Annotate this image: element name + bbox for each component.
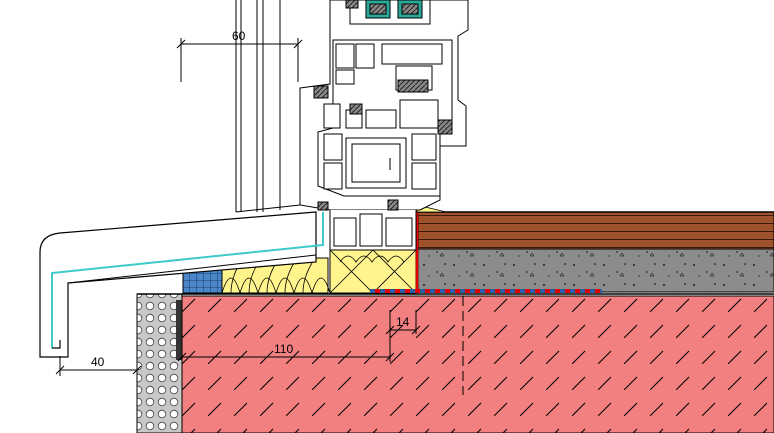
dimension-40: [55, 356, 142, 376]
window-sill: [39, 211, 324, 358]
floor-build-up: [417, 211, 774, 293]
steel-reinforcement-inner: [351, 143, 401, 183]
frame-chamber: [385, 217, 413, 247]
gasket: [345, 0, 359, 9]
desiccant: [369, 3, 387, 15]
chamber: [399, 99, 439, 129]
chamber: [365, 109, 397, 129]
pur-foam-waves: [339, 255, 405, 263]
gasket: [387, 199, 399, 211]
wooden-floor: [417, 211, 774, 250]
masonry-wall: [136, 293, 774, 433]
chamber: [411, 133, 437, 161]
frame-chamber: [333, 217, 357, 247]
brick-wall-fill: [181, 295, 774, 433]
chamber: [335, 43, 355, 69]
gasket: [437, 119, 453, 135]
dimension-110-label: 110: [274, 342, 293, 356]
perforated-block: [136, 293, 183, 433]
dimension-60: [176, 38, 303, 82]
dimension-40-label: 40: [91, 355, 105, 369]
glass-bottom-line: [235, 204, 301, 213]
wall-plaster-line: [176, 300, 182, 360]
gasket: [317, 201, 329, 211]
hardware-groove: [397, 79, 429, 93]
chamber: [335, 69, 355, 85]
chamber: [355, 43, 375, 69]
sill-outline: [39, 211, 317, 358]
seal-strip: [370, 289, 602, 293]
concrete-screed: [417, 248, 774, 293]
gasket: [313, 85, 329, 99]
chamber: [323, 133, 343, 161]
window-frame-profile: [235, 0, 469, 251]
dimension-14: [385, 310, 421, 335]
pur-foam-block: [329, 249, 417, 294]
dimension-14-label: 14: [396, 315, 410, 329]
desiccant: [401, 3, 419, 15]
insulation-waves: [221, 262, 331, 295]
sill-tape-line: [51, 212, 324, 348]
dimension-110: [177, 296, 395, 362]
frame-chamber: [359, 213, 383, 247]
sill-inner-line: [67, 254, 317, 284]
chamber: [381, 43, 443, 65]
gasket: [349, 103, 363, 115]
chamber: [411, 162, 437, 190]
sill-drip: [52, 340, 61, 349]
chamber: [323, 103, 341, 129]
dimension-60-label: 60: [232, 29, 246, 43]
chamber: [323, 162, 343, 190]
